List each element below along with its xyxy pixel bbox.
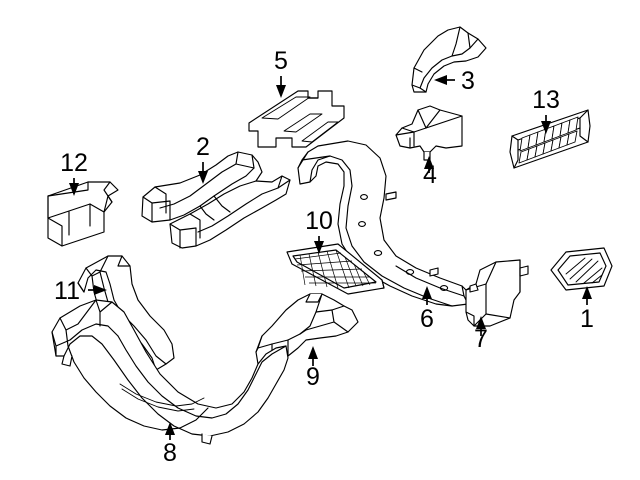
part-8-large-v-shaped-floor-duct[interactable] xyxy=(51,299,289,445)
arrowhead-down xyxy=(198,171,208,184)
callout-4[interactable]: 4 xyxy=(423,156,437,189)
callout-label-6: 6 xyxy=(420,305,434,333)
callout-label-4: 4 xyxy=(423,161,437,189)
callout-5[interactable]: 5 xyxy=(274,47,288,98)
part-4-wedge-corner-duct[interactable] xyxy=(395,105,463,161)
callout-1[interactable]: 1 xyxy=(580,286,594,333)
arrowhead-left xyxy=(434,75,447,85)
mount-hole xyxy=(358,221,366,227)
arrowhead-up xyxy=(165,422,175,435)
callout-11[interactable]: 11 xyxy=(54,277,107,305)
part-5-flat-slotted-cover-plate[interactable] xyxy=(248,90,345,148)
callout-7[interactable]: 7 xyxy=(474,316,488,353)
louver-lines xyxy=(565,257,603,284)
callout-8[interactable]: 8 xyxy=(163,422,177,467)
arrowhead-up xyxy=(424,156,434,169)
arrowhead-right xyxy=(94,285,107,295)
callout-label-11: 11 xyxy=(54,277,80,305)
part-3-curved-elbow-duct[interactable] xyxy=(411,26,487,93)
grille-slats-lower xyxy=(518,130,578,164)
part-2-dual-branch-distribution-duct[interactable] xyxy=(141,151,291,249)
callout-label-7: 7 xyxy=(474,325,488,353)
arrowhead-down xyxy=(276,85,286,98)
callout-10[interactable]: 10 xyxy=(305,207,333,254)
arrowhead-up xyxy=(476,316,486,329)
part-12-two-chamber-box-duct[interactable] xyxy=(47,181,119,247)
part-13-rectangular-slat-grille[interactable] xyxy=(509,109,591,169)
part-7-l-shaped-bracket-duct[interactable] xyxy=(465,259,529,327)
callout-label-13: 13 xyxy=(532,86,560,114)
callout-label-10: 10 xyxy=(305,207,333,235)
part-1-floor-vent-louver-grille[interactable] xyxy=(550,247,613,291)
callout-9[interactable]: 9 xyxy=(306,346,320,391)
callout-label-5: 5 xyxy=(274,47,288,75)
part-6-long-curved-mounting-duct[interactable] xyxy=(297,140,471,307)
arrowhead-up xyxy=(582,286,592,299)
arrowhead-down xyxy=(541,121,551,134)
arrowhead-down xyxy=(314,241,324,254)
callout-label-3: 3 xyxy=(461,67,475,95)
callout-3[interactable]: 3 xyxy=(434,67,475,95)
callout-label-9: 9 xyxy=(306,363,320,391)
arrowhead-up xyxy=(422,286,432,299)
callout-6[interactable]: 6 xyxy=(420,286,434,333)
callout-12[interactable]: 12 xyxy=(60,149,88,196)
arrowhead-up xyxy=(308,346,318,359)
mount-hole xyxy=(360,194,368,200)
callout-2[interactable]: 2 xyxy=(196,133,210,184)
callout-label-12: 12 xyxy=(60,149,88,177)
arrowhead-down xyxy=(69,183,79,196)
grille-slats-upper xyxy=(519,116,579,152)
callout-label-1: 1 xyxy=(580,305,594,333)
callout-label-2: 2 xyxy=(196,133,210,161)
callout-13[interactable]: 13 xyxy=(532,86,560,134)
callout-label-8: 8 xyxy=(163,439,177,467)
part-10-mesh-grille-panel[interactable] xyxy=(286,243,385,295)
mesh-pattern xyxy=(294,249,376,289)
mount-hole xyxy=(373,250,383,256)
